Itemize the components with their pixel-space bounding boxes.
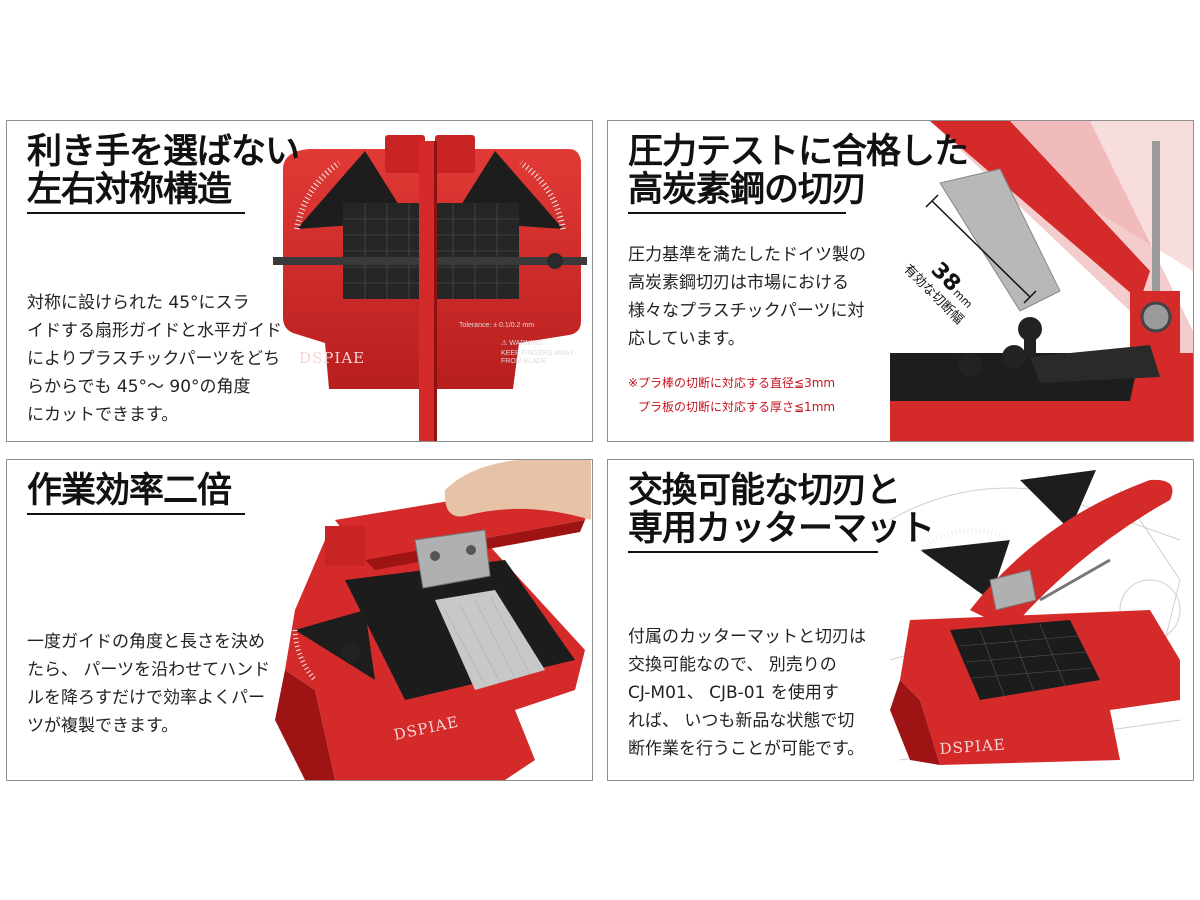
panel-double-efficiency: 作業効率二倍 一度ガイドの角度と長さを決め たら、 パーツを沿わせてハンド ルを… [6,459,593,781]
panel-description: 圧力基準を満たしたドイツ製の 高炭素鋼切刃は市場における 様々なプラスチックパー… [628,241,866,353]
panel-title: 作業効率二倍 [27,471,232,511]
title-line: 作業効率二倍 [27,471,232,511]
tolerance-label: Tolerance: ± 0.1/0.2 mm [459,322,534,329]
panel-title: 利き手を選ばない 左右対称構造 [27,132,300,210]
blade-closeup-image: 38 mm 有効な切断幅 [890,121,1193,441]
title-line: 交換可能な切刃と [628,471,901,511]
description-line: にカットできます。 [27,405,179,425]
description-line: 圧力基準を満たしたドイツ製の [628,245,866,265]
warning-label: FROM BLADE [501,358,547,365]
description-line: らからでも 45°～ 90°の角度 [27,377,251,397]
description-line: によりプラスチックパーツをどち [27,349,281,369]
warning-label: KEEP FINGERS AWAY [501,350,574,357]
spec-note: ※プラ棒の切断に対応する直径≦3mm プラ板の切断に対応する厚さ≦1mm [628,371,835,419]
brand-logo: DSPIAE [939,735,1006,758]
description-line: 応しています。 [628,329,745,349]
description-line: 交換可能なので、 別売りの [628,655,837,675]
brand-logo: DSPIAE [299,349,365,367]
description-line: ルを降ろすだけで効率よくパー [27,688,265,708]
warning-label: ⚠ WARNING [501,339,543,347]
description-line: CJ-M01、 CJB-01 を使用す [628,683,839,703]
description-line: 付属のカッターマットと切刃は [628,627,866,647]
panel-replaceable-blade-mat: 交換可能な切刃と 専用カッターマット 付属のカッターマットと切刃は 交換可能なの… [607,459,1194,781]
title-underline [628,212,846,214]
panel-description: 一度ガイドの角度と長さを決め たら、 パーツを沿わせてハンド ルを降ろすだけで効… [27,628,270,740]
title-line: 左右対称構造 [27,170,232,210]
note-line: プラ板の切断に対応する厚さ≦1mm [638,400,836,414]
description-line: 断作業を行うことが可能です。 [628,739,865,759]
exploded-view-image: DSPIAE [889,470,1181,765]
panel-title: 交換可能な切刃と 専用カッターマット [628,471,935,549]
panel-carbon-steel-blade: 圧力テストに合格した 高炭素鋼の切刃 圧力基準を満たしたドイツ製の 高炭素鋼切刃… [607,120,1194,442]
note-line: ※プラ棒の切断に対応する直径≦3mm [628,376,836,390]
cutter-in-use-image: DSPIAE [275,460,591,780]
title-underline [27,513,245,515]
description-line: 対称に設けられた 45°にスラ [27,293,250,313]
description-line: れば、 いつも新品な状態で切 [628,711,855,731]
title-line: 圧力テストに合格した [628,132,969,172]
cutter-top-view-image: DSPIAE Tolerance: ± 0.1/0.2 mm ⚠ WARNING… [273,135,587,441]
description-line: イドする扇形ガイドと水平ガイド [27,321,282,341]
title-line: 専用カッターマット [628,509,935,549]
panel-title: 圧力テストに合格した 高炭素鋼の切刃 [628,132,969,210]
description-line: 様々なプラスチックパーツに対 [628,301,865,321]
panel-description: 対称に設けられた 45°にスラ イドする扇形ガイドと水平ガイド によりプラスチッ… [27,289,282,429]
panel-symmetric-structure: 利き手を選ばない 左右対称構造 対称に設けられた 45°にスラ イドする扇形ガイ… [6,120,593,442]
panel-description: 付属のカッターマットと切刃は 交換可能なので、 別売りの CJ-M01、 CJB… [628,623,866,763]
description-line: たら、 パーツを沿わせてハンド [27,660,271,680]
description-line: 高炭素鋼切刃は市場における [628,273,849,293]
title-line: 利き手を選ばない [27,132,300,172]
description-line: ツが複製できます。 [27,716,179,736]
title-underline [27,212,245,214]
description-line: 一度ガイドの角度と長さを決め [27,632,265,652]
title-underline [628,551,878,553]
title-line: 高炭素鋼の切刃 [628,170,867,210]
